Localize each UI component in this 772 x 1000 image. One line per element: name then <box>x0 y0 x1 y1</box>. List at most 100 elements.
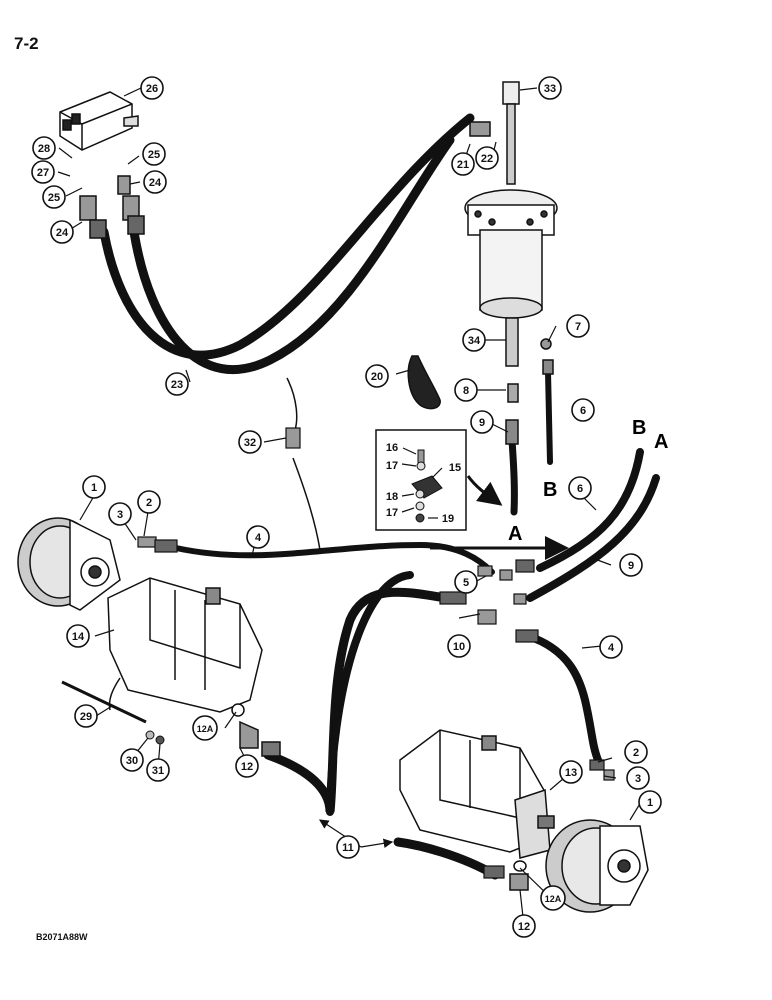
callout-label: 9 <box>479 417 485 429</box>
callouts: 1122334456678991011121212A12A13141516171… <box>31 76 662 938</box>
callout-circle <box>451 152 475 176</box>
letter-A-top: A <box>654 431 668 453</box>
callout-label: 32 <box>244 437 256 449</box>
callout-circle <box>568 476 592 500</box>
callout-c25b: 25 <box>42 185 66 209</box>
pump-14 <box>107 577 281 757</box>
callout-circle <box>120 748 144 772</box>
valve-block-26 <box>59 91 145 239</box>
callout-c10: 10 <box>447 634 471 658</box>
hose-6-short <box>545 369 553 465</box>
callout-label: 27 <box>37 167 49 179</box>
hose-23-a <box>99 113 475 360</box>
callout-c25a: 25 <box>142 142 166 166</box>
callout-circle <box>626 766 650 790</box>
callout-c11: 11 <box>336 835 360 859</box>
callout-label: 10 <box>453 641 465 653</box>
callout-circle <box>619 553 643 577</box>
callout-label: 3 <box>117 509 123 521</box>
callout-label: 22 <box>481 153 493 165</box>
callout-circle <box>74 704 98 728</box>
callout-circle <box>512 914 536 938</box>
callout-label: 19 <box>442 513 454 525</box>
hose-4-right <box>524 632 602 764</box>
hose-9-short <box>508 436 518 516</box>
callout-circle <box>566 314 590 338</box>
callout-circle <box>192 715 218 741</box>
callout-label: 24 <box>56 227 69 239</box>
figure-reference: B2071A88W <box>36 932 88 942</box>
callout-c33: 33 <box>538 76 562 100</box>
callout-circle <box>454 378 478 402</box>
callout-label: 12 <box>518 921 530 933</box>
callout-label: 8 <box>463 385 469 397</box>
callout-c21: 21 <box>451 152 475 176</box>
cylinder-assembly <box>407 81 558 445</box>
motor-1-left <box>17 517 121 611</box>
hose-11-bottom <box>393 837 500 880</box>
callout-label: 6 <box>577 483 583 495</box>
callout-label: 1 <box>91 482 97 494</box>
callout-c31: 31 <box>146 758 170 782</box>
callout-circle <box>475 146 499 170</box>
callout-label: 4 <box>608 642 615 654</box>
callout-label: 16 <box>386 442 398 454</box>
callout-label: 29 <box>80 711 92 723</box>
callout-label: 9 <box>628 560 634 572</box>
callout-label: 25 <box>148 149 160 161</box>
callout-label: 34 <box>468 335 481 347</box>
callout-label: 26 <box>146 83 158 95</box>
hose-4-top <box>173 541 495 575</box>
callout-circle <box>540 885 566 911</box>
callout-c24a: 24 <box>143 170 167 194</box>
callout-circle <box>235 754 259 778</box>
callout-label: 24 <box>149 177 162 189</box>
callout-circle <box>470 410 494 434</box>
motor-1-right <box>545 819 649 913</box>
callout-label: 4 <box>255 532 262 544</box>
hose-9-long <box>526 474 660 602</box>
callout-c13: 13 <box>559 760 583 784</box>
hose-23-b <box>129 135 455 375</box>
callout-label: 14 <box>72 631 85 643</box>
callout-c12a: 12 <box>235 754 259 778</box>
callout-c3b: 3 <box>626 766 650 790</box>
callout-label: 23 <box>171 379 183 391</box>
callout-c28: 28 <box>32 136 56 160</box>
callout-circle <box>140 76 164 100</box>
callout-label: 17 <box>386 507 398 519</box>
callout-label: 20 <box>371 371 383 383</box>
callout-c3a: 3 <box>108 502 132 526</box>
callout-circle <box>137 490 161 514</box>
callout-c30: 30 <box>120 748 144 772</box>
callout-label: 2 <box>633 747 639 759</box>
callout-c22: 22 <box>475 146 499 170</box>
callout-c9a: 9 <box>619 553 643 577</box>
callout-c16: 16 <box>386 442 398 454</box>
callout-label: 2 <box>146 497 152 509</box>
callout-circle <box>246 525 270 549</box>
letter-A-hose: A <box>508 523 522 545</box>
callout-label: 6 <box>580 405 586 417</box>
callout-circle <box>538 76 562 100</box>
callout-circle <box>571 398 595 422</box>
callout-circle <box>238 430 262 454</box>
callout-c2b: 2 <box>624 740 648 764</box>
callout-c2a: 2 <box>137 490 161 514</box>
callout-c12Aa: 12A <box>192 715 218 741</box>
callout-label: 21 <box>457 159 469 171</box>
callout-c6a: 6 <box>568 476 592 500</box>
callout-circle <box>108 502 132 526</box>
callout-label: 5 <box>463 577 469 589</box>
callout-circle <box>462 328 486 352</box>
clamp-detail-inset <box>375 429 467 531</box>
callout-circle <box>32 136 56 160</box>
callout-circle <box>559 760 583 784</box>
callout-c4b: 4 <box>599 635 623 659</box>
letter-B-hose: B <box>543 479 557 501</box>
callout-c17b: 17 <box>386 507 398 519</box>
callout-c8: 8 <box>454 378 478 402</box>
callout-c7: 7 <box>566 314 590 338</box>
callout-circle <box>143 170 167 194</box>
